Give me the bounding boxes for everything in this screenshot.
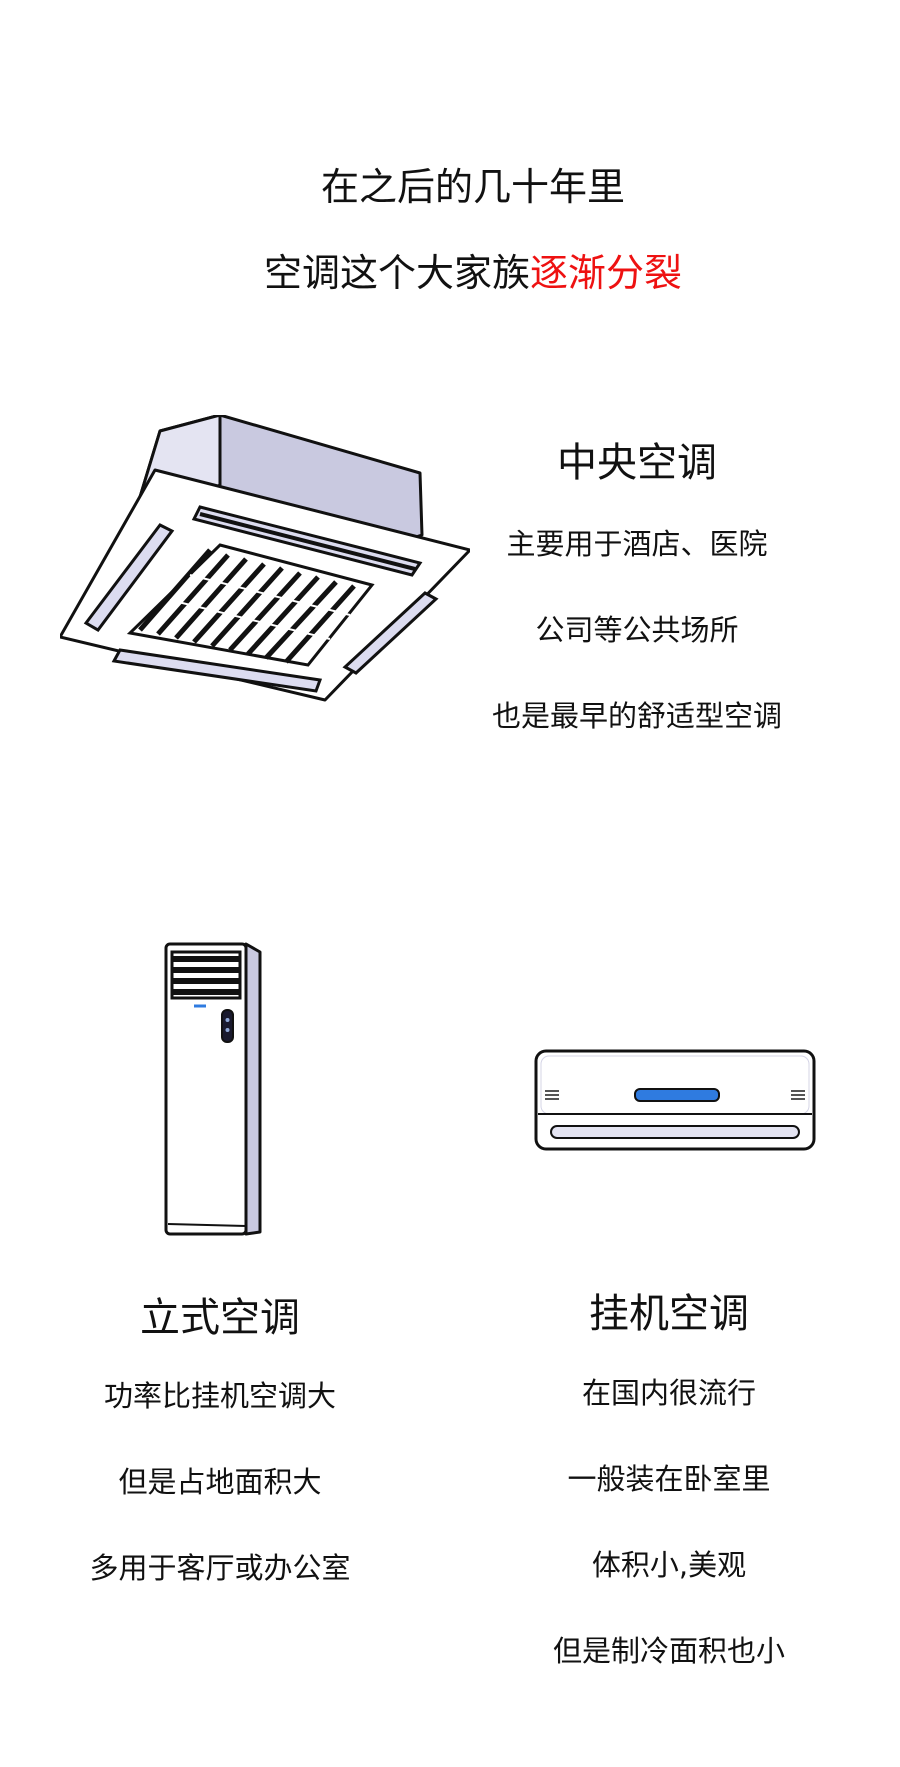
wall-ac-line-4: 但是制冷面积也小 [552,1634,786,1668]
central-ac-line-3: 也是最早的舒适型空调 [491,699,783,733]
wall-ac-line-1: 在国内很流行 [581,1376,757,1410]
intro-line-2-prefix: 空调这个大家族 [263,251,530,295]
floor-ac-title: 立式空调 [140,1295,300,1341]
intro-line-2-highlight: 逐渐分裂 [530,251,683,295]
central-ac-line-1: 主要用于酒店、医院 [506,527,768,561]
wall-ac-line-2: 一般装在卧室里 [567,1462,771,1496]
ceiling-cassette-ac-icon [60,415,470,702]
floor-standing-ac-icon [164,942,262,1236]
wall-ac-title: 挂机空调 [589,1291,749,1337]
intro-line-2: 空调这个大家族逐渐分裂 [264,254,682,292]
floor-ac-line-2: 但是占地面积大 [118,1465,322,1499]
floor-ac-line-1: 功率比挂机空调大 [103,1379,337,1413]
wall-ac-line-3: 体积小,美观 [591,1548,747,1582]
central-ac-title: 中央空调 [557,440,717,486]
intro-line-1: 在之后的几十年里 [320,165,626,209]
wall-mounted-ac-icon [534,1049,816,1151]
central-ac-line-2: 公司等公共场所 [535,613,739,647]
floor-ac-line-3: 多用于客厅或办公室 [89,1551,351,1585]
